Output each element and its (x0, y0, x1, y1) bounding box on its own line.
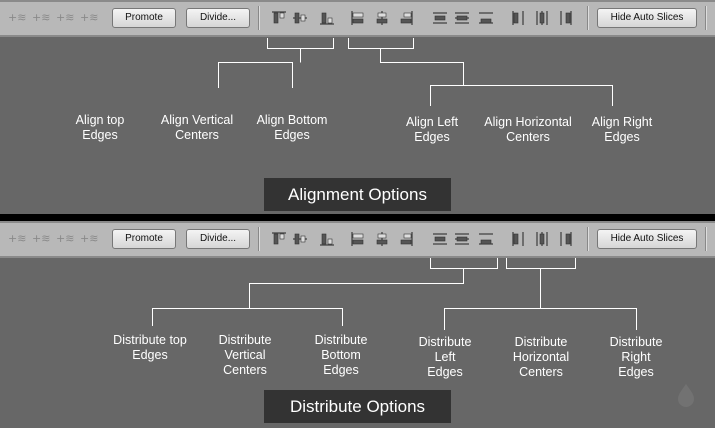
distribute-horizontal-centers-icon[interactable] (534, 10, 550, 26)
label-line: Distribute (514, 335, 568, 349)
watermark-icon (678, 384, 694, 407)
align-vertical-centers-icon[interactable] (292, 10, 308, 26)
distribute-options-title: Distribute Options (264, 390, 451, 423)
align-vertical-centers-icon[interactable] (292, 231, 308, 247)
distribute-right-edges-icon[interactable] (558, 231, 574, 247)
label-line: Distribute top (113, 333, 187, 347)
horizontal-distribute-connector (444, 258, 637, 330)
align-left-edges-icon[interactable] (350, 10, 366, 26)
hide-auto-slices-button[interactable]: Hide Auto Slices (597, 229, 697, 249)
toolbar-top: +≋ +≋ +≋ +≋ Promote Divide... Hide Auto Slices (0, 0, 715, 37)
distribute-right-edges-icon[interactable] (558, 10, 574, 26)
distribute-horizontal-centers-icon[interactable] (534, 231, 550, 247)
distribute-left-edges-icon[interactable] (510, 231, 526, 247)
label-line: Edges (132, 348, 168, 362)
label-line: Align top (75, 113, 125, 127)
align-top-edges-icon[interactable] (271, 231, 287, 247)
promote-layer-icon[interactable]: +≋ (32, 11, 51, 24)
label-line: Edges (427, 365, 463, 379)
separator (258, 6, 260, 30)
vertical-align-connector (218, 38, 334, 88)
label-line: Vertical (224, 348, 266, 362)
separator (705, 6, 707, 30)
promote-layer-icon[interactable]: +≋ (56, 232, 75, 245)
vertical-distribute-connector (152, 258, 498, 326)
align-bottom-edges-icon[interactable] (319, 231, 335, 247)
label-line: Centers (506, 130, 550, 144)
divide-button[interactable]: Divide... (186, 8, 250, 28)
distribute-top-edges-icon[interactable] (432, 231, 448, 247)
hide-auto-slices-button[interactable]: Hide Auto Slices (597, 8, 697, 28)
label-line: Edges (82, 128, 118, 142)
label-line: Distribute (418, 335, 472, 349)
distribute-top-edges-icon[interactable] (432, 10, 448, 26)
separator (705, 227, 707, 251)
divider (0, 214, 715, 221)
distribute-bottom-edges-icon[interactable] (478, 231, 494, 247)
label-line: Align Horizontal (484, 115, 572, 129)
promote-layer-icon[interactable]: +≋ (80, 232, 99, 245)
promote-layer-icon[interactable]: +≋ (8, 11, 27, 24)
promote-layer-icon[interactable]: +≋ (32, 232, 51, 245)
label-line: Distribute (218, 333, 272, 347)
label-line: Centers (175, 128, 219, 142)
align-right-edges-icon[interactable] (398, 10, 414, 26)
promote-layer-icon[interactable]: +≋ (56, 11, 75, 24)
label-line: Centers (519, 365, 563, 379)
align-left-edges-icon[interactable] (350, 231, 366, 247)
label-line: Align Right (591, 115, 653, 129)
distribute-bottom-edges-icon[interactable] (478, 10, 494, 26)
horizontal-align-connector (348, 38, 613, 106)
alignment-options-title: Alignment Options (264, 178, 451, 211)
label-line: Align Vertical (160, 113, 234, 127)
align-right-edges-icon[interactable] (398, 231, 414, 247)
label-line: Bottom (321, 348, 361, 362)
align-bottom-edges-icon[interactable] (319, 10, 335, 26)
separator (258, 227, 260, 251)
label-line: Distribute (314, 333, 368, 347)
align-top-edges-icon[interactable] (271, 10, 287, 26)
label-line: Horizontal (512, 350, 570, 364)
label-line: Centers (223, 363, 267, 377)
divide-button[interactable]: Divide... (186, 229, 250, 249)
label-line: Right (621, 350, 651, 364)
align-horizontal-centers-icon[interactable] (374, 10, 390, 26)
promote-button[interactable]: Promote (112, 229, 176, 249)
label-line: Align Left (405, 115, 459, 129)
distribute-left-edges-icon[interactable] (510, 10, 526, 26)
label-line: Left (434, 350, 456, 364)
separator (587, 6, 589, 30)
label-line: Edges (274, 128, 310, 142)
label-line: Edges (323, 363, 359, 377)
label-line: Distribute (609, 335, 663, 349)
distribute-vertical-centers-icon[interactable] (454, 10, 470, 26)
align-horizontal-centers-icon[interactable] (374, 231, 390, 247)
toolbar-bottom: +≋ +≋ +≋ +≋ Promote Divide... Hide Auto Slices (0, 221, 715, 258)
separator (587, 227, 589, 251)
promote-layer-icon[interactable]: +≋ (8, 232, 27, 245)
promote-button[interactable]: Promote (112, 8, 176, 28)
label-line: Edges (414, 130, 450, 144)
label-line: Edges (604, 130, 640, 144)
label-line: Align Bottom (256, 113, 328, 127)
label-line: Edges (618, 365, 654, 379)
promote-layer-icon[interactable]: +≋ (80, 11, 99, 24)
distribute-vertical-centers-icon[interactable] (454, 231, 470, 247)
